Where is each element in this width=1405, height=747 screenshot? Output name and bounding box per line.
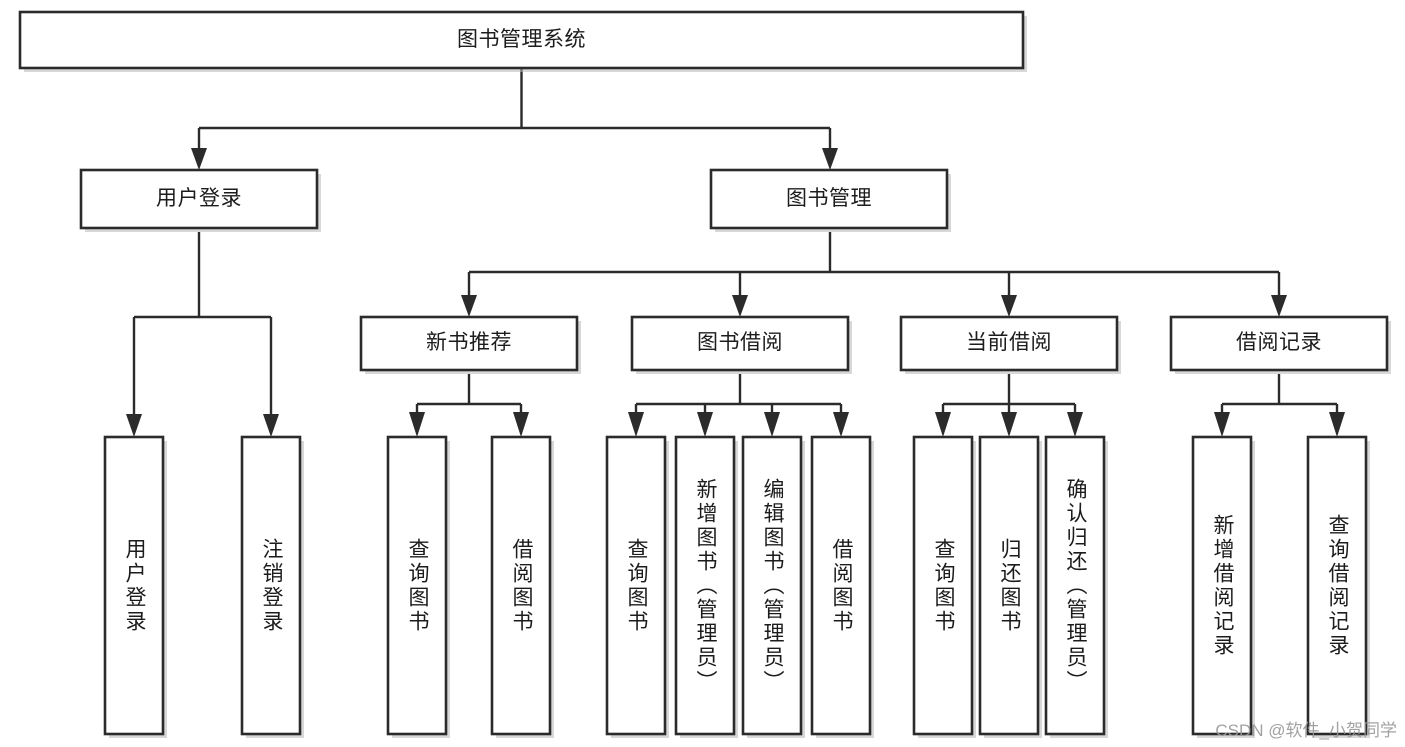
node-leaf-borrow-book-1-rect[interactable]	[490, 435, 552, 736]
node-root[interactable]	[18, 10, 1027, 72]
node-book-borrow[interactable]	[630, 315, 852, 374]
node-leaf-return-book-rect[interactable]	[978, 435, 1040, 736]
node-user-login[interactable]	[79, 168, 321, 232]
arrow-head-leaf-user-login	[126, 414, 142, 437]
node-user-login-rect[interactable]	[79, 168, 319, 230]
connector-group-current-borrow	[935, 374, 1083, 437]
arrow-head-leaf-confirm-return	[1067, 412, 1083, 437]
connector-group-book-manage	[461, 232, 1287, 317]
arrow-head-leaf-return-book	[1001, 412, 1017, 437]
node-leaf-add-record[interactable]	[1191, 435, 1255, 738]
arrow-head-user-login	[191, 148, 207, 170]
arrow-head-leaf-borrow-book-2	[833, 412, 849, 437]
arrow-head-book-borrow	[732, 295, 748, 317]
node-leaf-query-book-2[interactable]	[605, 435, 669, 738]
node-leaf-confirm-return-rect[interactable]	[1044, 435, 1106, 736]
node-book-manage[interactable]	[709, 168, 951, 232]
node-new-book-rec[interactable]	[359, 315, 581, 374]
node-current-borrow[interactable]	[899, 315, 1121, 374]
node-leaf-borrow-book-2[interactable]	[810, 435, 874, 738]
arrow-head-leaf-borrow-book-1	[513, 412, 529, 437]
node-leaf-borrow-book-1[interactable]	[490, 435, 554, 738]
node-leaf-query-book-1-rect[interactable]	[386, 435, 448, 736]
connector-group-new-book-rec	[409, 374, 529, 437]
arrow-head-leaf-query-book-3	[935, 412, 951, 437]
node-leaf-user-login-rect[interactable]	[103, 435, 165, 736]
node-leaf-borrow-book-2-rect[interactable]	[810, 435, 872, 736]
node-borrow-record[interactable]	[1169, 315, 1391, 374]
node-book-manage-rect[interactable]	[709, 168, 949, 230]
node-new-book-rec-rect[interactable]	[359, 315, 579, 372]
node-leaf-logout-login-rect[interactable]	[240, 435, 302, 736]
connector-group-root	[191, 68, 838, 170]
arrow-head-leaf-edit-book	[764, 412, 780, 437]
connector-group-borrow-record	[1214, 374, 1345, 437]
connector-group-user-login	[126, 232, 279, 437]
node-leaf-confirm-return[interactable]	[1044, 435, 1108, 738]
arrow-head-borrow-record	[1271, 295, 1287, 317]
arrow-head-current-borrow	[1001, 295, 1017, 317]
node-leaf-query-book-1[interactable]	[386, 435, 450, 738]
node-book-borrow-rect[interactable]	[630, 315, 850, 372]
node-leaf-add-record-rect[interactable]	[1191, 435, 1253, 736]
connector-group-book-borrow	[628, 374, 849, 437]
node-leaf-add-book[interactable]	[674, 435, 738, 738]
node-leaf-add-book-rect[interactable]	[674, 435, 736, 736]
node-leaf-query-record[interactable]	[1306, 435, 1370, 738]
arrow-head-leaf-query-book-2	[628, 412, 644, 437]
node-leaf-edit-book-rect[interactable]	[741, 435, 803, 736]
arrow-head-leaf-logout-login	[263, 414, 279, 437]
node-leaf-query-book-2-rect[interactable]	[605, 435, 667, 736]
arrow-head-book-manage	[822, 148, 838, 170]
arrow-head-leaf-query-book-1	[409, 412, 425, 437]
node-leaf-user-login[interactable]	[103, 435, 167, 738]
node-leaf-edit-book[interactable]	[741, 435, 805, 738]
node-root-rect[interactable]	[18, 10, 1025, 70]
node-borrow-record-rect[interactable]	[1169, 315, 1389, 372]
arrow-head-new-book-rec	[461, 295, 477, 317]
node-leaf-return-book[interactable]	[978, 435, 1042, 738]
node-leaf-query-book-3-rect[interactable]	[912, 435, 974, 736]
node-current-borrow-rect[interactable]	[899, 315, 1119, 372]
node-leaf-query-book-3[interactable]	[912, 435, 976, 738]
node-leaf-query-record-rect[interactable]	[1306, 435, 1368, 736]
arrow-head-leaf-query-record	[1329, 412, 1345, 437]
node-leaf-logout-login[interactable]	[240, 435, 304, 738]
arrow-head-leaf-add-book	[697, 412, 713, 437]
arrow-head-leaf-add-record	[1214, 412, 1230, 437]
